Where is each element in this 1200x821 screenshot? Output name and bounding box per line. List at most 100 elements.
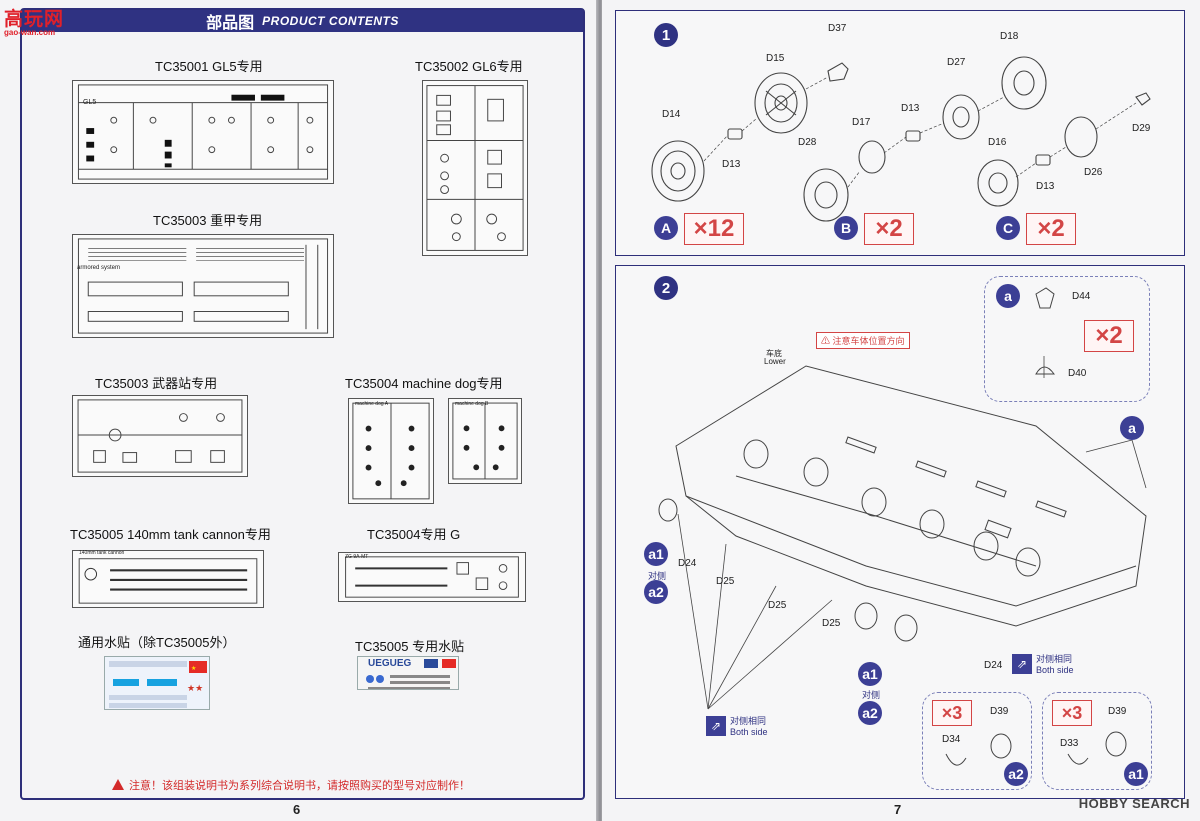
part-d25: D25 — [822, 618, 841, 629]
sprue-gl6-image — [422, 80, 528, 256]
step-2-box: 2 — [615, 265, 1185, 799]
subassembly-a-qty: ×12 — [684, 213, 744, 245]
header-title-en: PRODUCT CONTENTS — [262, 14, 399, 28]
badge-a1-left: a1 — [644, 542, 668, 566]
inset-a2-badge: a2 — [1004, 762, 1028, 786]
sprue-mini-label: machine dog B — [455, 401, 489, 407]
part-d13: D13 — [722, 159, 741, 170]
logo-text: 高玩网 — [4, 8, 65, 30]
step-1-box: 1 — [615, 10, 1185, 256]
part-d14: D14 — [662, 109, 681, 120]
sprue-mini-label: GL5 — [83, 99, 97, 106]
page-number-right: 7 — [894, 802, 902, 817]
svg-text:★★: ★★ — [187, 683, 203, 693]
both-side-en: Both side — [1036, 665, 1074, 675]
left-page: 部品图 PRODUCT CONTENTS 高玩网 gao-wan.com TC3… — [0, 0, 598, 821]
sprue-label-machine-dog: TC35004 machine dog专用 — [345, 376, 503, 391]
sprue-label-weapon-station: TC35003 武器站专用 — [95, 376, 218, 391]
part-d24: D24 — [678, 558, 697, 569]
step-2-diagram — [658, 287, 1147, 766]
inset-a-box — [984, 276, 1150, 402]
part-d25: D25 — [716, 576, 735, 587]
section-header: 部品图 PRODUCT CONTENTS — [22, 10, 583, 32]
decal-label-common: 通用水贴（除TC35005外） — [78, 635, 236, 650]
inset-a2-box — [922, 692, 1032, 790]
decal-sheet-tc35005: UEGUEG — [357, 656, 459, 690]
mirror-icon: ⇗ — [706, 716, 726, 736]
warning-notice: 注意！该组装说明书为系列综合说明书，请按照购买的型号对应制作！ — [112, 777, 470, 793]
sprue-mini-label: 140mm tank cannon — [79, 550, 125, 556]
orientation-note-text: 注意车体位置方向 — [832, 336, 905, 346]
both-side-cn: 对侧相同 — [1036, 654, 1073, 664]
badge-a2-mid: a2 — [858, 701, 882, 725]
subassembly-c-qty: ×2 — [1026, 213, 1076, 245]
mirror-icon: ⇗ — [1012, 654, 1032, 674]
subassembly-b-badge: B — [834, 216, 858, 240]
part-d15: D15 — [766, 53, 785, 64]
part-d33: D33 — [1060, 738, 1079, 749]
sprue-label-tank-cannon: TC35005 140mm tank cannon专用 — [70, 527, 271, 542]
subassembly-c-badge: C — [996, 216, 1020, 240]
sprue-tank-cannon-image: 140mm tank cannon — [72, 550, 264, 608]
part-d13: D13 — [901, 103, 920, 114]
part-d34: D34 — [942, 734, 961, 745]
header-title-cn: 部品图 — [206, 15, 255, 32]
part-d25: D25 — [768, 600, 787, 611]
subassembly-a-badge: A — [654, 216, 678, 240]
sprue-label-gl5: TC35001 GL5专用 — [155, 59, 263, 74]
sprue-label-gl6: TC35002 GL6专用 — [415, 59, 523, 74]
part-d27: D27 — [947, 57, 966, 68]
decal-text: UEGUEG — [368, 658, 412, 669]
sprue-gl5-image: GL5 — [72, 80, 334, 184]
inset-a1-badge: a1 — [1124, 762, 1148, 786]
site-logo[interactable]: 高玩网 gao-wan.com — [4, 4, 70, 37]
badge-a1-mid: a1 — [858, 662, 882, 686]
part-d28: D28 — [798, 137, 817, 148]
opposite-side-left: 对侧 — [648, 571, 667, 581]
warning-text: 注意！该组装说明书为系列综合说明书，请按照购买的型号对应制作！ — [129, 780, 470, 792]
part-d13: D13 — [1036, 181, 1055, 192]
decal-sheet-common: ★ ★★ — [104, 656, 210, 710]
part-d40: D40 — [1068, 368, 1087, 379]
hobby-search-watermark: HOBBY SEARCH — [1078, 796, 1190, 811]
part-d17: D17 — [852, 117, 871, 128]
sprue-label-heavy-armor: TC35003 重甲专用 — [153, 213, 263, 228]
hull-label-en: Lower — [764, 357, 786, 366]
page-frame — [20, 8, 585, 800]
part-d39: D39 — [990, 706, 1009, 717]
opposite-side-mid: 对侧 — [862, 690, 881, 700]
sprue-machine-dog-b-image: machine dog B — [448, 398, 522, 484]
logo-url: gao-wan.com — [4, 28, 56, 37]
inset-a2-qty: ×3 — [932, 700, 972, 726]
sprue-heavy-armor-image: armored system — [72, 234, 334, 338]
part-d29: D29 — [1132, 123, 1151, 134]
sprue-mini-label: ZG 9A-MT — [345, 554, 369, 560]
inset-a-qty: ×2 — [1084, 320, 1134, 352]
sprue-mini-label: armored system — [77, 265, 121, 271]
page-number-left: 6 — [293, 802, 301, 817]
inset-a-badge: a — [996, 284, 1020, 308]
book-spine — [596, 0, 604, 821]
step-1-number: 1 — [654, 23, 678, 47]
both-side-en: Both side — [730, 727, 768, 737]
sprue-machine-dog-a-image: machine dog A — [348, 398, 434, 504]
sprue-mini-label: machine dog A — [355, 401, 389, 407]
orientation-note: ⚠ 注意车体位置方向 — [816, 332, 910, 349]
part-d16: D16 — [988, 137, 1007, 148]
part-d24: D24 — [984, 660, 1003, 671]
subassembly-b-qty: ×2 — [864, 213, 914, 245]
part-d44: D44 — [1072, 291, 1091, 302]
sprue-label-g: TC35004专用 G — [367, 527, 461, 542]
inset-a1-qty: ×3 — [1052, 700, 1092, 726]
step-2-number: 2 — [654, 276, 678, 300]
part-d18: D18 — [1000, 31, 1019, 42]
step-1-diagram — [651, 56, 1151, 222]
badge-a2-left: a2 — [644, 580, 668, 604]
hull-label-cn: 车底 — [766, 349, 782, 358]
callout-a-badge: a — [1120, 416, 1144, 440]
inset-a1-box — [1042, 692, 1152, 790]
part-d26: D26 — [1084, 167, 1103, 178]
svg-text:★: ★ — [191, 665, 196, 672]
